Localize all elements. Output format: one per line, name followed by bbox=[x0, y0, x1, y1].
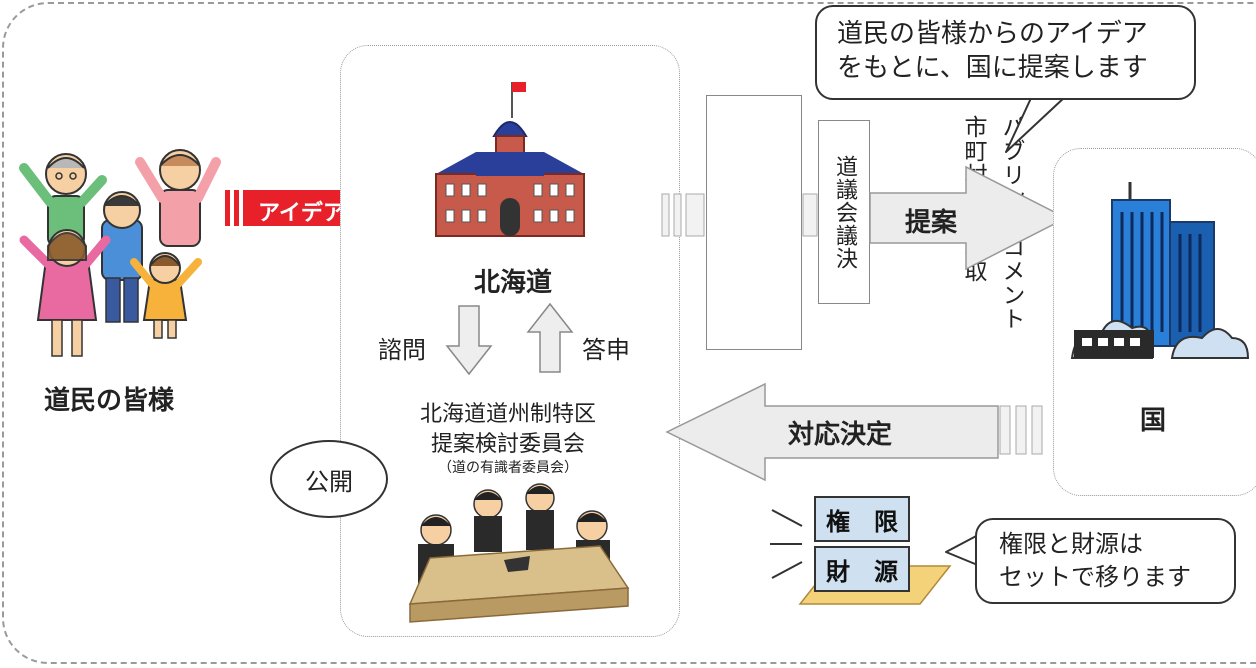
assembly-label: 道議会議決 bbox=[832, 154, 857, 270]
grandma-figure bbox=[135, 149, 221, 247]
idea-arrow-label: アイデア bbox=[258, 201, 345, 226]
decision-arrow bbox=[665, 382, 1000, 482]
finance-block: 財 源 bbox=[814, 546, 910, 592]
hokkaido-label: 北海道 bbox=[474, 268, 553, 298]
meeting-illustration bbox=[400, 476, 630, 626]
speech-bubble-tail bbox=[1000, 92, 1080, 156]
consult-label: 諮問 bbox=[378, 336, 426, 364]
father-figure bbox=[101, 191, 143, 323]
finance-label: 財 源 bbox=[826, 557, 898, 586]
consult-arrow-down bbox=[445, 305, 493, 376]
decision-label: 対応決定 bbox=[788, 420, 893, 450]
national-building-illustration bbox=[1070, 182, 1250, 362]
speech-bubble: 道民の皆様からのアイデア をもとに、国に提案します bbox=[815, 5, 1196, 100]
speech-bubble-line1: 道民の皆様からのアイデア bbox=[837, 19, 1148, 49]
citizens-illustration bbox=[10, 140, 221, 365]
nation-label: 国 bbox=[1140, 406, 1167, 436]
girl-figure bbox=[130, 252, 202, 339]
propose-label: 提案 bbox=[905, 208, 958, 238]
report-arrow-up bbox=[526, 302, 574, 373]
transfer-bubble-line1: 権限と財源は bbox=[999, 530, 1143, 558]
transfer-bubble-line2: セットで移ります bbox=[999, 563, 1191, 591]
flow-gap-bars-right bbox=[998, 402, 1050, 458]
speech-bubble-line2: をもとに、国に提案します bbox=[837, 53, 1148, 83]
flow-gap-bar-middle bbox=[802, 190, 818, 240]
transfer-bubble: 権限と財源は セットで移ります bbox=[975, 518, 1236, 604]
committee-name-line2: 提案検討委員会 bbox=[430, 432, 585, 457]
propose-arrow bbox=[869, 165, 1070, 271]
committee-name-line1: 北海道道州制特区 bbox=[419, 402, 596, 427]
government-building-illustration bbox=[430, 78, 590, 243]
flow-gap-bars-left bbox=[660, 190, 706, 240]
mother-figure bbox=[19, 229, 111, 357]
assembly-box: 道議会議決 bbox=[818, 120, 870, 304]
public-comment-box: パブリックコメント 市町村意見聴取 bbox=[706, 95, 1024, 350]
citizens-label: 道民の皆様 bbox=[44, 386, 175, 416]
committee-subtitle: （道の有識者委員会） bbox=[438, 460, 578, 476]
public-ellipse: 公開 bbox=[270, 440, 388, 518]
report-label: 答申 bbox=[582, 336, 630, 364]
public-label: 公開 bbox=[305, 467, 353, 496]
authority-block: 権 限 bbox=[814, 496, 910, 542]
authority-label: 権 限 bbox=[826, 507, 898, 536]
